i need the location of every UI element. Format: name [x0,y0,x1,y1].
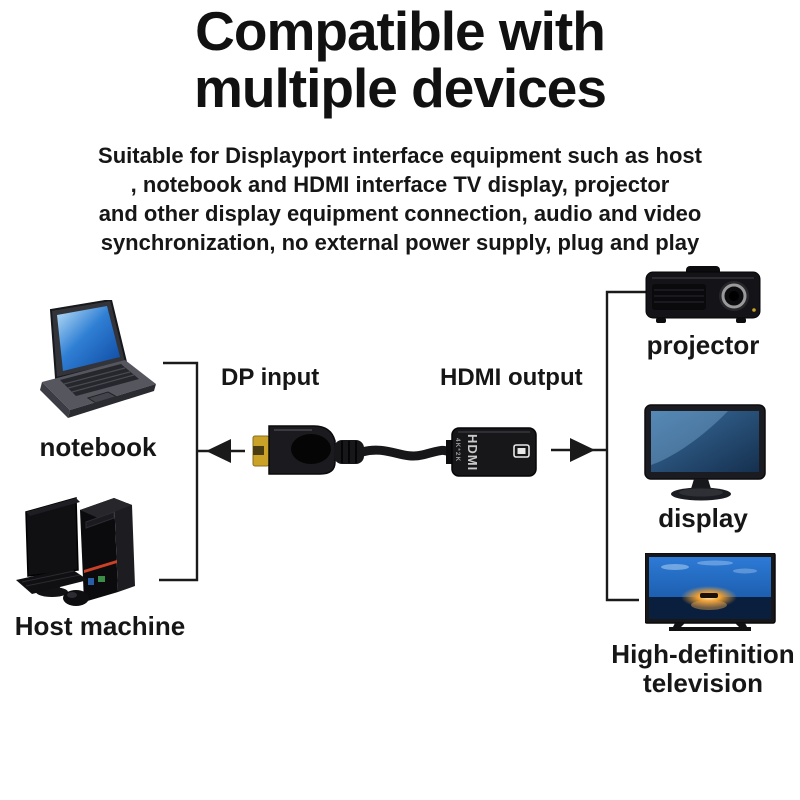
description-line: Suitable for Displayport interface equip… [98,143,702,168]
title-line-1: Compatible with [195,0,606,62]
host-machine-image [16,497,135,606]
notebook-label: notebook [39,432,157,462]
hdtv-label-line-1: High-definition [611,639,795,669]
description-paragraph: Suitable for Displayport interface equip… [0,141,800,257]
right-arrow-icon [570,438,595,462]
notebook-image [40,300,156,418]
title-line-2: multiple devices [194,57,607,119]
hdmi-body-subtext: 4K*2K [454,438,461,462]
description-line: synchronization, no external power suppl… [100,230,700,255]
hdmi-socket-body [451,427,537,477]
display-label: display [658,503,748,533]
dp-input-label: DP input [221,364,320,391]
host-machine-label: Host machine [14,611,186,641]
dp-to-hdmi-adapter-image: HDMI 4K*2K [252,425,537,477]
projector-image [645,266,761,323]
adapter-cable [357,445,455,461]
page-title: Compatible with multiple devices [0,0,800,117]
hdtv-image [645,553,776,631]
hdtv-label-line-2: television [643,668,763,698]
description-line: , notebook and HDMI interface TV display… [130,172,670,197]
display-image [644,404,766,501]
hdmi-body-text: HDMI [465,434,480,471]
hdmi-port-icon [513,444,530,458]
description-line: and other display equipment connection, … [98,201,702,226]
projector-label: projector [646,330,760,360]
left-arrow-icon [206,439,231,463]
hdtv-label: High-definition television [603,640,800,698]
hdmi-output-label: HDMI output [440,364,583,391]
